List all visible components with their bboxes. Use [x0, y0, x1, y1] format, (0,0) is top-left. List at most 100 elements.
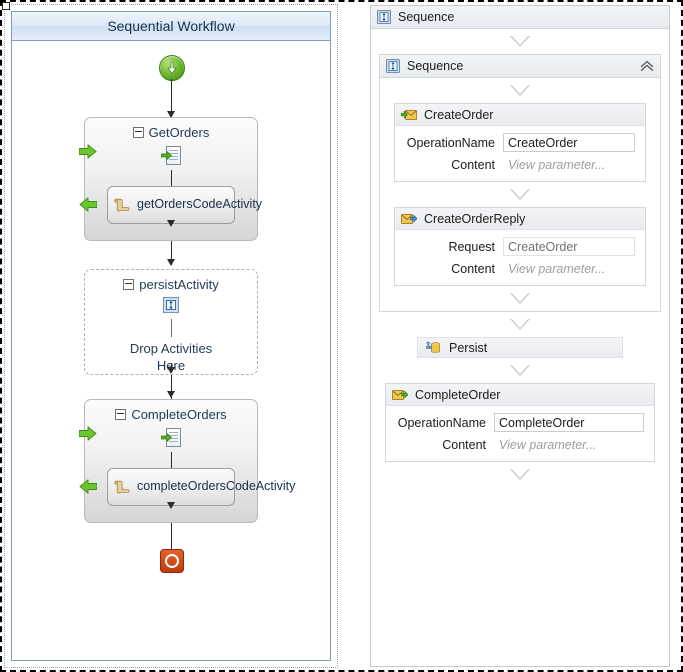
activity-header[interactable]: CompleteOrder [386, 384, 654, 406]
receive-activity-icon [161, 146, 181, 165]
receive-activity-icon [161, 428, 181, 447]
operation-name-input[interactable]: CompleteOrder [494, 413, 644, 432]
activity-name-label: CreateOrderReply [424, 211, 526, 226]
activity-name-label: CompleteOrder [415, 387, 501, 402]
activity-name-label: Persist [449, 340, 488, 355]
connector-line [171, 241, 172, 265]
connector-line [171, 79, 172, 117]
activity-complete-order[interactable]: CompleteOrder OperationName CompleteOrde… [385, 383, 655, 462]
activity-properties: Request CreateOrder Content View paramet… [395, 230, 645, 285]
connector-arrow [167, 259, 175, 266]
drop-target-triangle-icon[interactable] [371, 29, 669, 54]
code-activity-icon [114, 480, 130, 494]
end-stop-icon[interactable] [160, 549, 184, 573]
activity-name-label: getOrdersCodeActivity [137, 197, 263, 212]
activity-name-label: CreateOrder [424, 107, 494, 122]
sequence-label: Sequence [398, 10, 455, 24]
activity-properties: OperationName CreateOrder Content View p… [395, 126, 645, 181]
property-row: OperationName CreateOrder [403, 133, 635, 152]
green-right-arrow-icon [79, 426, 97, 441]
activity-title: persistActivity [85, 270, 257, 292]
collapse-expander-icon[interactable] [123, 279, 135, 290]
activity-get-orders[interactable]: GetOrders getOrde [79, 117, 262, 241]
activity-name-label: CompleteOrders [131, 407, 227, 422]
activity-complete-orders-code[interactable]: completeOrdersCodeActivity [107, 468, 295, 506]
property-row: Content View parameter... [403, 262, 635, 276]
drop-target-triangle-icon[interactable] [371, 462, 669, 487]
persist-glyph [163, 297, 179, 313]
operation-name-input[interactable]: CreateOrder [503, 133, 635, 152]
persist-activity-icon [163, 297, 179, 313]
property-label: Content [451, 262, 495, 276]
property-row: Content View parameter... [394, 438, 644, 452]
property-label: OperationName [397, 415, 486, 430]
page-title: Sequential Workflow [107, 18, 235, 34]
activity-properties: OperationName CompleteOrder Content View… [386, 406, 654, 461]
property-label: Request [448, 239, 495, 254]
connector-line [171, 523, 172, 549]
start-green-arrow-icon[interactable] [159, 55, 185, 81]
outer-sequence-body[interactable]: Sequence CreateOrder [371, 29, 669, 493]
activity-create-order-reply[interactable]: CreateOrderReply Request CreateOrder Con… [394, 207, 646, 286]
sequence-label: Sequence [407, 59, 464, 73]
activity-get-orders-code[interactable]: getOrdersCodeActivity [107, 186, 262, 224]
activity-title: CompleteOrders [85, 400, 257, 422]
property-row: Content View parameter... [403, 158, 635, 172]
drop-target-triangle-icon[interactable] [371, 312, 669, 337]
drop-target-triangle-icon[interactable] [380, 286, 660, 311]
drop-target-triangle-icon[interactable] [380, 182, 660, 207]
property-label: OperationName [406, 135, 495, 150]
code-activity-icon [114, 198, 130, 212]
connector-arrow [167, 391, 175, 398]
request-input[interactable]: CreateOrder [503, 237, 635, 256]
receive-message-icon [392, 389, 408, 400]
activity-persist[interactable]: persistActivity Drop Activities Here [84, 269, 258, 375]
content-link[interactable]: View parameter... [508, 262, 606, 276]
content-link[interactable]: View parameter... [508, 158, 606, 172]
drop-target-triangle-icon[interactable] [380, 78, 660, 103]
green-right-arrow-icon [79, 144, 97, 159]
wf4-designer-pane[interactable]: Sequence Sequence [370, 5, 670, 667]
double-chevron-up-icon[interactable] [640, 60, 654, 72]
sequence-icon [377, 10, 391, 24]
activity-name-label: GetOrders [148, 125, 210, 140]
activity-name-label: persistActivity [139, 277, 219, 292]
green-left-arrow-icon [79, 479, 97, 494]
activity-complete-orders[interactable]: CompleteOrders completeOrd [79, 399, 295, 523]
inner-sequence-header[interactable]: Sequence [380, 55, 660, 78]
stop-ring-glyph [165, 554, 179, 568]
send-reply-message-icon [401, 213, 417, 224]
connector-line [171, 375, 172, 399]
activity-title: GetOrders [85, 118, 257, 140]
property-row: OperationName CompleteOrder [394, 413, 644, 432]
receive-message-icon [401, 109, 417, 120]
document-glyph [166, 146, 181, 165]
activity-create-order[interactable]: CreateOrder OperationName CreateOrder Co… [394, 103, 646, 182]
down-arrow-glyph [167, 61, 177, 75]
property-row: Request CreateOrder [403, 237, 635, 256]
persist-icon [426, 341, 440, 353]
content-link[interactable]: View parameter... [499, 438, 597, 452]
green-arrow-glyph [161, 433, 172, 442]
property-label: Content [451, 158, 495, 172]
workflow-designer-pane[interactable]: Sequential Workflow GetOrders [2, 2, 338, 668]
workflow-title-bar: Sequential Workflow [12, 12, 330, 41]
activity-header[interactable]: CreateOrder [395, 104, 645, 126]
activity-persist[interactable]: Persist [417, 337, 623, 358]
drop-target-triangle-icon[interactable] [371, 358, 669, 383]
inner-sequence-body[interactable]: CreateOrder OperationName CreateOrder Co… [380, 78, 660, 311]
green-arrow-glyph [161, 151, 172, 160]
sequence-icon [386, 59, 400, 73]
property-label: Content [442, 438, 486, 452]
resize-handle[interactable] [2, 2, 10, 10]
green-left-arrow-icon [79, 197, 97, 212]
inner-sequence[interactable]: Sequence CreateOrder [379, 54, 661, 312]
activity-header[interactable]: CreateOrderReply [395, 208, 645, 230]
outer-sequence-header[interactable]: Sequence [371, 6, 669, 29]
collapse-expander-icon[interactable] [132, 127, 144, 138]
activity-name-label: completeOrdersCodeActivity [137, 479, 296, 494]
workflow-canvas[interactable]: GetOrders getOrde [12, 41, 330, 660]
workflow-design-surface[interactable]: Sequential Workflow GetOrders [11, 11, 331, 661]
connector-arrow [167, 111, 175, 118]
collapse-expander-icon[interactable] [115, 409, 127, 420]
